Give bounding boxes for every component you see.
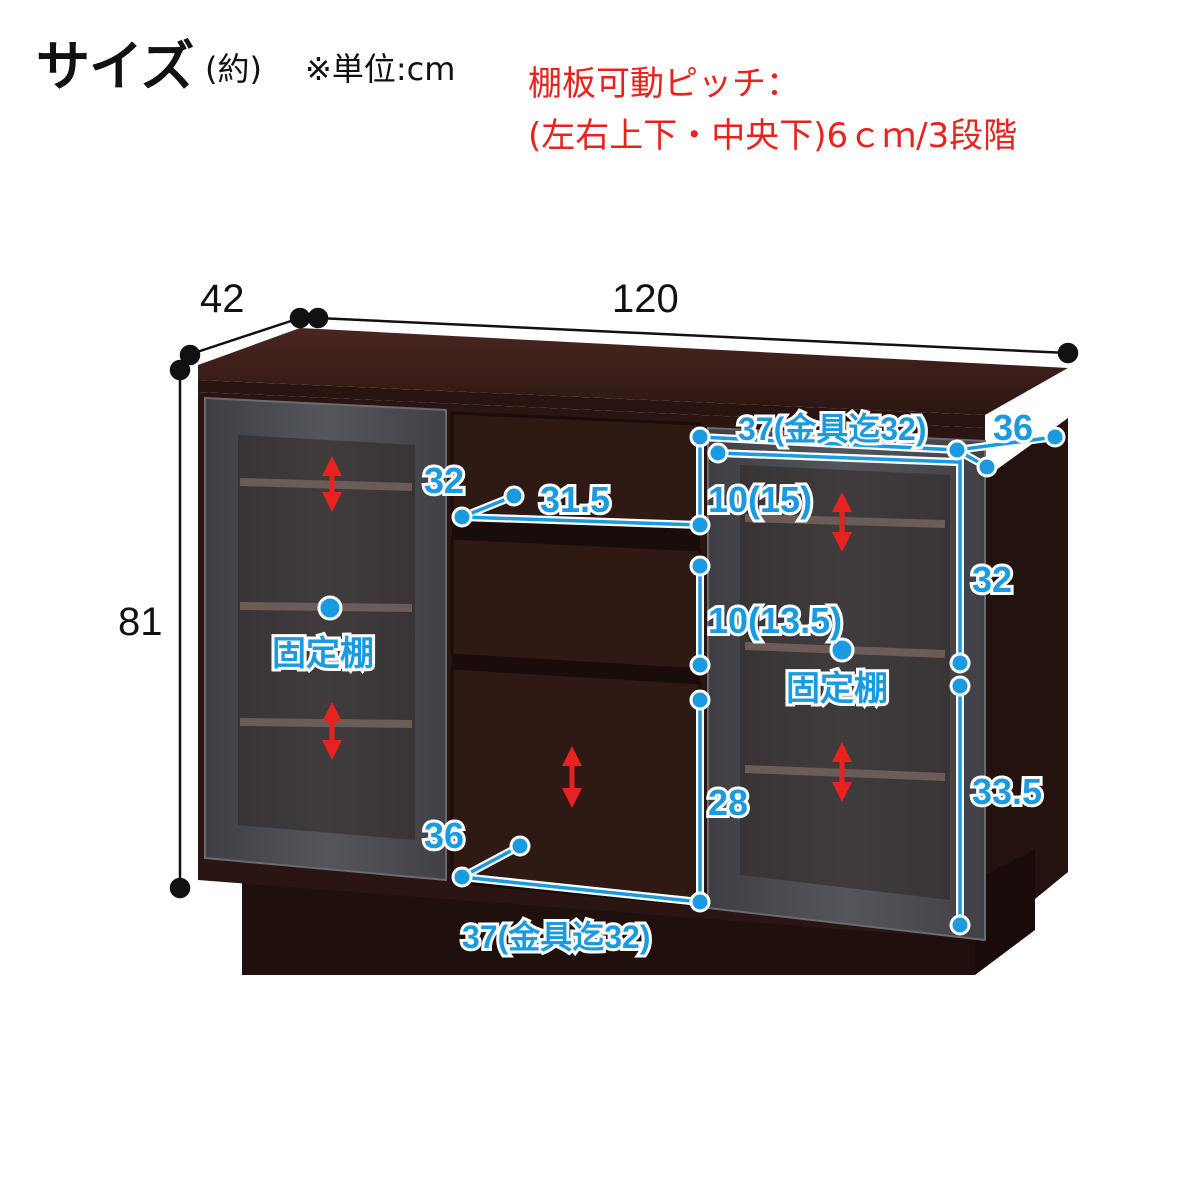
title-approx-note: (約) — [205, 50, 262, 88]
outer-dimension-lines — [169, 307, 1079, 899]
height-label: 81 — [118, 600, 163, 644]
fixed-shelf-left-label: 固定棚 — [272, 635, 374, 673]
left-shelf-1 — [239, 478, 413, 491]
outer-dimension-labels: 42 120 81 — [118, 277, 679, 644]
bottom-depth-label: 36 — [424, 815, 464, 856]
width-dot-start — [307, 307, 329, 329]
fixed-shelf-left-dot — [317, 595, 343, 621]
page-title: サイズ — [36, 35, 194, 98]
width-label: 120 — [612, 277, 679, 321]
width-dot-end — [1057, 342, 1079, 364]
drawer1-height-label: 10(15) — [708, 479, 812, 520]
depth-dot-start — [179, 344, 201, 366]
bottom-width-label: 37(金具迄32) — [462, 919, 651, 955]
width-line — [317, 316, 1069, 355]
left-shelf-3 — [239, 718, 413, 728]
right-lower-height-label: 33.5 — [972, 771, 1042, 812]
right-side-panel — [985, 418, 1068, 940]
right-upper-height-label: 32 — [972, 559, 1012, 600]
height-dot-end — [169, 877, 191, 899]
top-right-width-label: 37(金具迄32) — [738, 411, 927, 447]
depth-dot-end — [289, 307, 311, 329]
shelf-pitch-line1: 棚板可動ピッチ： — [528, 64, 800, 104]
depth-line — [187, 316, 301, 357]
shelf-pitch-line2: (左右上下・中央下)6ｃｍ/3段階 — [528, 116, 1018, 156]
drawer-width-label: 31.5 — [540, 479, 610, 520]
plinth-side — [975, 850, 1035, 975]
drawer2-height-label: 10(13.5) — [708, 600, 842, 641]
drawer-depth-label: 32 — [424, 460, 464, 501]
right-depth-label: 36 — [993, 407, 1033, 448]
drawer-2 — [450, 536, 702, 672]
fixed-shelf-right-label: 固定棚 — [786, 670, 888, 708]
drawer-3 — [450, 666, 702, 907]
drawer3-height-label: 28 — [708, 782, 748, 823]
unit-note: ※単位:cm — [305, 50, 456, 88]
left-glass-door — [204, 396, 447, 882]
adjustable-shelf-arrows — [322, 456, 852, 808]
depth-label: 42 — [200, 277, 245, 321]
fixed-shelf-right-dot — [829, 637, 855, 663]
height-dot-start — [169, 359, 191, 381]
inner-dimension-lines — [317, 426, 1066, 936]
top-board-edge — [198, 380, 985, 428]
top-board — [198, 328, 1068, 415]
inner-dimension-labels: 37(金具迄32) 36 32 31.5 10(15) 10(13.5) 32 … — [269, 404, 1045, 958]
